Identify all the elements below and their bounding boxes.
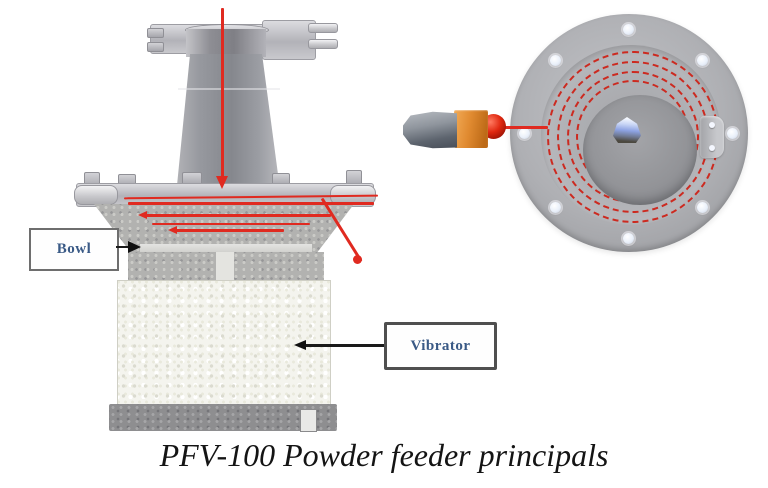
top-view <box>510 14 748 252</box>
vibrator-label-box: Vibrator <box>384 322 497 370</box>
bolt-hole <box>623 233 634 244</box>
left-arrow-icon <box>294 340 306 350</box>
outlet-nozzle <box>403 111 457 149</box>
gate-pin <box>709 122 715 128</box>
bowl-flange-boss-left <box>74 185 118 205</box>
base-plate-cutout <box>300 409 317 432</box>
bolt-hole <box>623 24 634 35</box>
vibrator-label: Vibrator <box>410 337 471 354</box>
hose-barb-lower <box>308 39 338 49</box>
vibrator-block <box>117 280 331 406</box>
bolt-hole <box>550 55 561 66</box>
bowl-label-box: Bowl <box>29 228 119 271</box>
outlet-gate <box>700 116 724 158</box>
bolt-hole <box>550 202 561 213</box>
outlet-feed-line <box>504 126 548 129</box>
vibrator-pointer-line <box>305 344 384 347</box>
bolt-hole <box>727 128 738 139</box>
hose-barb-upper <box>308 23 338 33</box>
bowl-bottom-rim <box>140 244 312 254</box>
flange-clip-left-lower <box>147 42 164 52</box>
outlet-coupler <box>454 110 488 148</box>
gate-pin <box>709 145 715 151</box>
bolt-hole <box>697 55 708 66</box>
hopper-seam <box>178 88 280 90</box>
flange-clip-left-upper <box>147 28 164 38</box>
figure-caption: PFV-100 Powder feeder principals <box>159 437 609 473</box>
bowl-label: Bowl <box>56 241 92 257</box>
bowl-pointer-line <box>116 246 129 248</box>
hopper-neck <box>186 29 266 57</box>
right-arrow-icon <box>128 241 141 253</box>
bowl-cavity <box>583 95 697 205</box>
bolt-hole <box>697 202 708 213</box>
base-plate <box>109 404 337 431</box>
bowl-base-notch <box>216 252 234 282</box>
bolt-hole <box>519 128 530 139</box>
